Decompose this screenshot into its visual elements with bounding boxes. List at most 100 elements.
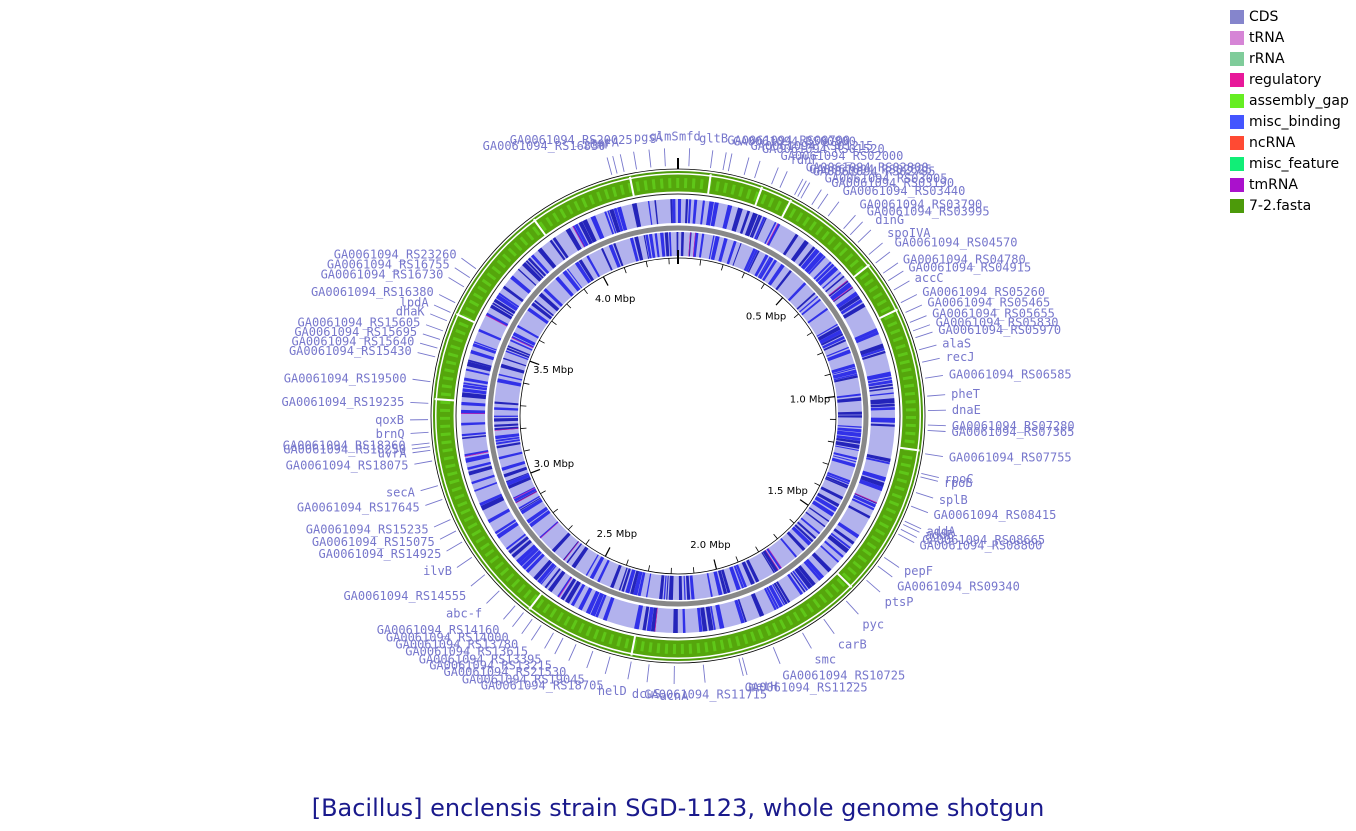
contig-gap xyxy=(898,446,920,452)
inner-border-ring xyxy=(455,193,901,639)
cds-feature xyxy=(870,423,895,427)
gene-label: GA0061094_RS20025 xyxy=(510,133,633,147)
cds-feature xyxy=(773,582,788,605)
cds-feature xyxy=(799,295,819,313)
cds-feature xyxy=(867,376,892,384)
cds-feature xyxy=(758,257,774,280)
regulatory-feature xyxy=(654,607,658,632)
minor-tick xyxy=(806,332,813,336)
legend-item: rRNA xyxy=(1230,48,1349,69)
cds-feature xyxy=(551,532,571,553)
cds-feature xyxy=(511,539,532,558)
gene-label: GA0061094_RS19500 xyxy=(284,371,407,385)
cds-feature xyxy=(792,570,809,591)
cds-feature xyxy=(837,415,863,418)
gene-leader-line xyxy=(417,352,436,358)
cds-feature xyxy=(552,237,569,259)
cds-feature xyxy=(710,606,716,630)
cds-feature xyxy=(827,471,851,483)
cds-feature xyxy=(820,545,840,563)
cds-feature xyxy=(601,248,613,271)
gene-label: rpoB xyxy=(944,476,973,490)
cds-feature xyxy=(726,240,737,265)
gene-leader-line xyxy=(903,524,920,533)
cds-feature xyxy=(833,373,858,381)
cds-feature xyxy=(471,474,495,485)
cds-feature xyxy=(824,540,844,558)
cds-feature xyxy=(527,257,547,277)
assembly-gap-ring xyxy=(440,178,916,654)
cds-feature xyxy=(739,210,751,234)
gene-leader-line xyxy=(554,637,564,655)
cds-feature xyxy=(775,269,792,291)
contig-gap xyxy=(780,199,793,219)
gene-label: GA0061094_RS04915 xyxy=(908,261,1031,275)
cds-feature xyxy=(870,417,895,423)
cds-feature xyxy=(837,411,862,415)
minor-tick xyxy=(827,440,834,443)
cds-feature xyxy=(637,572,646,597)
regulatory-feature xyxy=(461,413,486,415)
cds-feature xyxy=(837,397,862,403)
regulatory-feature xyxy=(832,286,853,302)
gene-leader-line xyxy=(411,442,430,446)
cds-feature xyxy=(678,575,683,600)
cds-feature xyxy=(494,418,519,422)
gene-leader-line xyxy=(410,431,429,434)
cds-feature xyxy=(868,379,893,387)
cds-feature xyxy=(766,223,781,246)
gene-leader-line xyxy=(727,153,733,172)
gene-label: GA0061094_RS03995 xyxy=(867,204,990,218)
minor-tick xyxy=(539,339,545,344)
cds-feature xyxy=(494,407,519,411)
cds-feature xyxy=(503,466,528,478)
cds-feature xyxy=(794,567,813,590)
cds-feature xyxy=(463,382,488,388)
contig-gap xyxy=(630,634,637,656)
cds-feature xyxy=(805,558,825,580)
minor-tick xyxy=(817,352,823,356)
gene-leader-line xyxy=(663,148,666,167)
gene-leader-line xyxy=(412,378,431,383)
cds-feature xyxy=(492,302,514,317)
cds-feature xyxy=(461,409,486,415)
gene-label: GA0061094_RS08415 xyxy=(934,508,1057,522)
cds-feature xyxy=(508,536,529,554)
cds-feature xyxy=(664,232,670,257)
cds-feature xyxy=(590,592,605,617)
cds-feature xyxy=(629,237,639,262)
gene-leader-line xyxy=(927,430,946,432)
contig-gap xyxy=(528,592,543,611)
regulatory-feature xyxy=(513,487,536,500)
gene-label: GA0061094_RS14160 xyxy=(377,623,500,637)
gene-label: GA0061094_RS16380 xyxy=(311,285,434,299)
gene-leader-line xyxy=(794,178,804,196)
cds-feature xyxy=(613,243,624,267)
legend-item: tmRNA xyxy=(1230,174,1349,195)
cds-feature xyxy=(808,507,830,522)
regulatory-feature xyxy=(540,522,559,539)
cds-feature xyxy=(835,441,860,449)
cds-feature xyxy=(683,575,686,600)
gene-label: mfd xyxy=(679,129,701,143)
gene-leader-line xyxy=(412,449,431,454)
gene-label: pyc xyxy=(862,618,884,632)
contig-gap xyxy=(706,174,712,196)
gene-label: GA0061094_RS02625 xyxy=(809,162,932,176)
minor-tick xyxy=(623,267,627,274)
cds-feature xyxy=(710,202,719,227)
cds-feature xyxy=(521,550,542,570)
minor-tick xyxy=(789,518,795,524)
cds-feature xyxy=(618,567,628,591)
cds-feature xyxy=(479,493,503,507)
cds-feature xyxy=(494,401,519,406)
cds-feature xyxy=(816,492,840,508)
cds-feature xyxy=(494,415,519,418)
gene-leader-line xyxy=(688,148,691,167)
gene-label: carB xyxy=(838,638,867,652)
cds-feature xyxy=(859,343,884,356)
gene-leader-line xyxy=(439,530,457,540)
gene-leader-line xyxy=(800,182,811,199)
gene-leader-line xyxy=(882,262,899,274)
